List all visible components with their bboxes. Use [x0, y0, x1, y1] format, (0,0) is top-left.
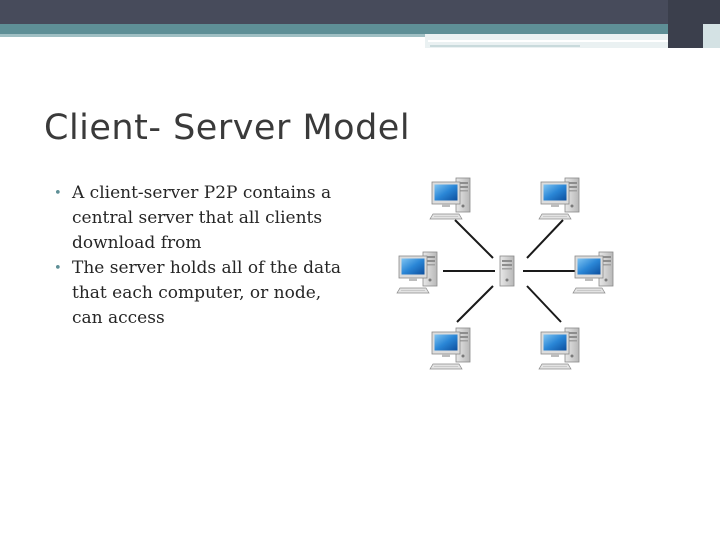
bullet-dot-icon: •: [54, 181, 62, 206]
computer-icon: [539, 328, 579, 369]
bullet-text: The server holds all of the data that ea…: [72, 258, 341, 328]
header-rule: [0, 34, 425, 37]
header-band: [0, 0, 720, 24]
computer-icon: [430, 178, 470, 219]
connection-line: [455, 220, 493, 258]
header-accent-line: [428, 40, 668, 42]
header-corner-stripe: [703, 24, 720, 48]
bullet-item: • A client-server P2P contains a central…: [54, 181, 354, 256]
connection-line: [527, 220, 563, 258]
computer-icon: [539, 178, 579, 219]
computer-icon: [397, 252, 437, 293]
connection-line: [457, 286, 493, 322]
server-icon: [500, 256, 514, 286]
bullet-dot-icon: •: [54, 256, 62, 281]
computer-icon: [573, 252, 613, 293]
connection-line: [527, 286, 561, 322]
computer-icon: [430, 328, 470, 369]
client-server-diagram: [395, 172, 625, 372]
bullet-item: • The server holds all of the data that …: [54, 256, 354, 331]
bullet-text: A client-server P2P contains a central s…: [72, 183, 331, 253]
header-teal-band: [0, 24, 720, 34]
bullet-list: • A client-server P2P contains a central…: [54, 181, 354, 331]
header-accent-line-2: [430, 45, 580, 47]
slide-title: Client- Server Model: [44, 108, 410, 148]
